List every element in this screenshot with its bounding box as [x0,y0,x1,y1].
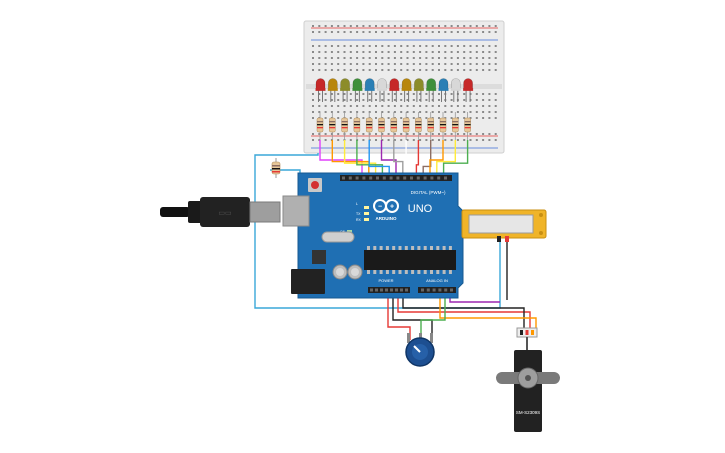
power-header[interactable] [368,287,410,293]
arduino-uno-board[interactable]: DIGITAL (PWM~) − + UNO ARDUINO L TX RX O… [282,172,464,299]
led[interactable] [352,78,363,103]
lcd-module[interactable] [461,209,547,242]
resistor[interactable] [341,112,348,140]
atmega-chip [364,246,456,274]
resistor[interactable] [452,112,459,140]
jumper-wire[interactable] [415,140,420,178]
capacitors [332,264,363,280]
led[interactable] [377,78,387,103]
led-jumper-wires [319,140,469,178]
resistor[interactable] [365,112,373,140]
crystal [321,231,355,243]
resistor[interactable] [353,112,361,140]
led[interactable] [389,78,400,103]
jumper-wire[interactable] [368,140,390,178]
svg-text:+: + [390,204,394,211]
usb-cable[interactable]: ▭▭ [160,197,281,227]
pullup-resistor[interactable] [271,158,281,178]
led[interactable] [401,78,412,103]
svg-text:▭▭: ▭▭ [218,210,231,217]
led[interactable] [327,78,338,103]
led[interactable] [438,78,449,103]
jumper-wire[interactable] [319,140,363,178]
jumper-wire[interactable] [422,140,432,178]
reset-button[interactable] [308,178,322,192]
brand-label: ARDUINO [376,216,397,221]
arduino-logo: − + [373,199,399,213]
led[interactable] [413,78,424,103]
resistor[interactable] [415,112,422,140]
jumper-wire[interactable] [436,140,456,178]
tx-led-label: TX [356,212,361,216]
led-row [315,78,474,103]
analog-header[interactable] [418,287,456,293]
resistor[interactable] [402,112,410,140]
jumper-wire[interactable] [331,140,370,178]
resistor[interactable] [316,112,324,140]
analog-label: ANALOG IN [426,278,448,283]
l-led-label: L [356,202,358,206]
jumper-wire[interactable] [380,140,397,178]
resistor-row [316,112,471,140]
led[interactable] [426,78,437,103]
jumper-wire[interactable] [429,140,444,178]
resistor[interactable] [390,112,398,140]
led[interactable] [340,78,351,103]
digital-label: DIGITAL (PWM~) [411,190,446,195]
jumper-wire[interactable] [393,140,404,178]
jumper-wire[interactable] [442,140,469,178]
servo-motor[interactable]: SM-S2309S [496,327,560,432]
model-label: UNO [408,203,433,215]
resistor[interactable] [427,112,434,140]
rx-led-label: RX [356,218,362,222]
led[interactable] [463,78,474,103]
servo-label: SM-S2309S [516,410,540,415]
resistor[interactable] [464,112,471,140]
power-label: POWER [378,278,393,283]
potentiometer[interactable] [405,333,435,367]
digital-header[interactable] [340,175,452,181]
led[interactable] [450,78,461,103]
jumper-wire[interactable] [405,140,411,178]
jumper-wire[interactable] [343,140,377,178]
led[interactable] [315,78,326,103]
resistor[interactable] [439,112,447,140]
resistor[interactable] [378,112,385,140]
svg-text:−: − [378,204,382,211]
led[interactable] [364,78,375,103]
resistor[interactable] [329,112,336,140]
